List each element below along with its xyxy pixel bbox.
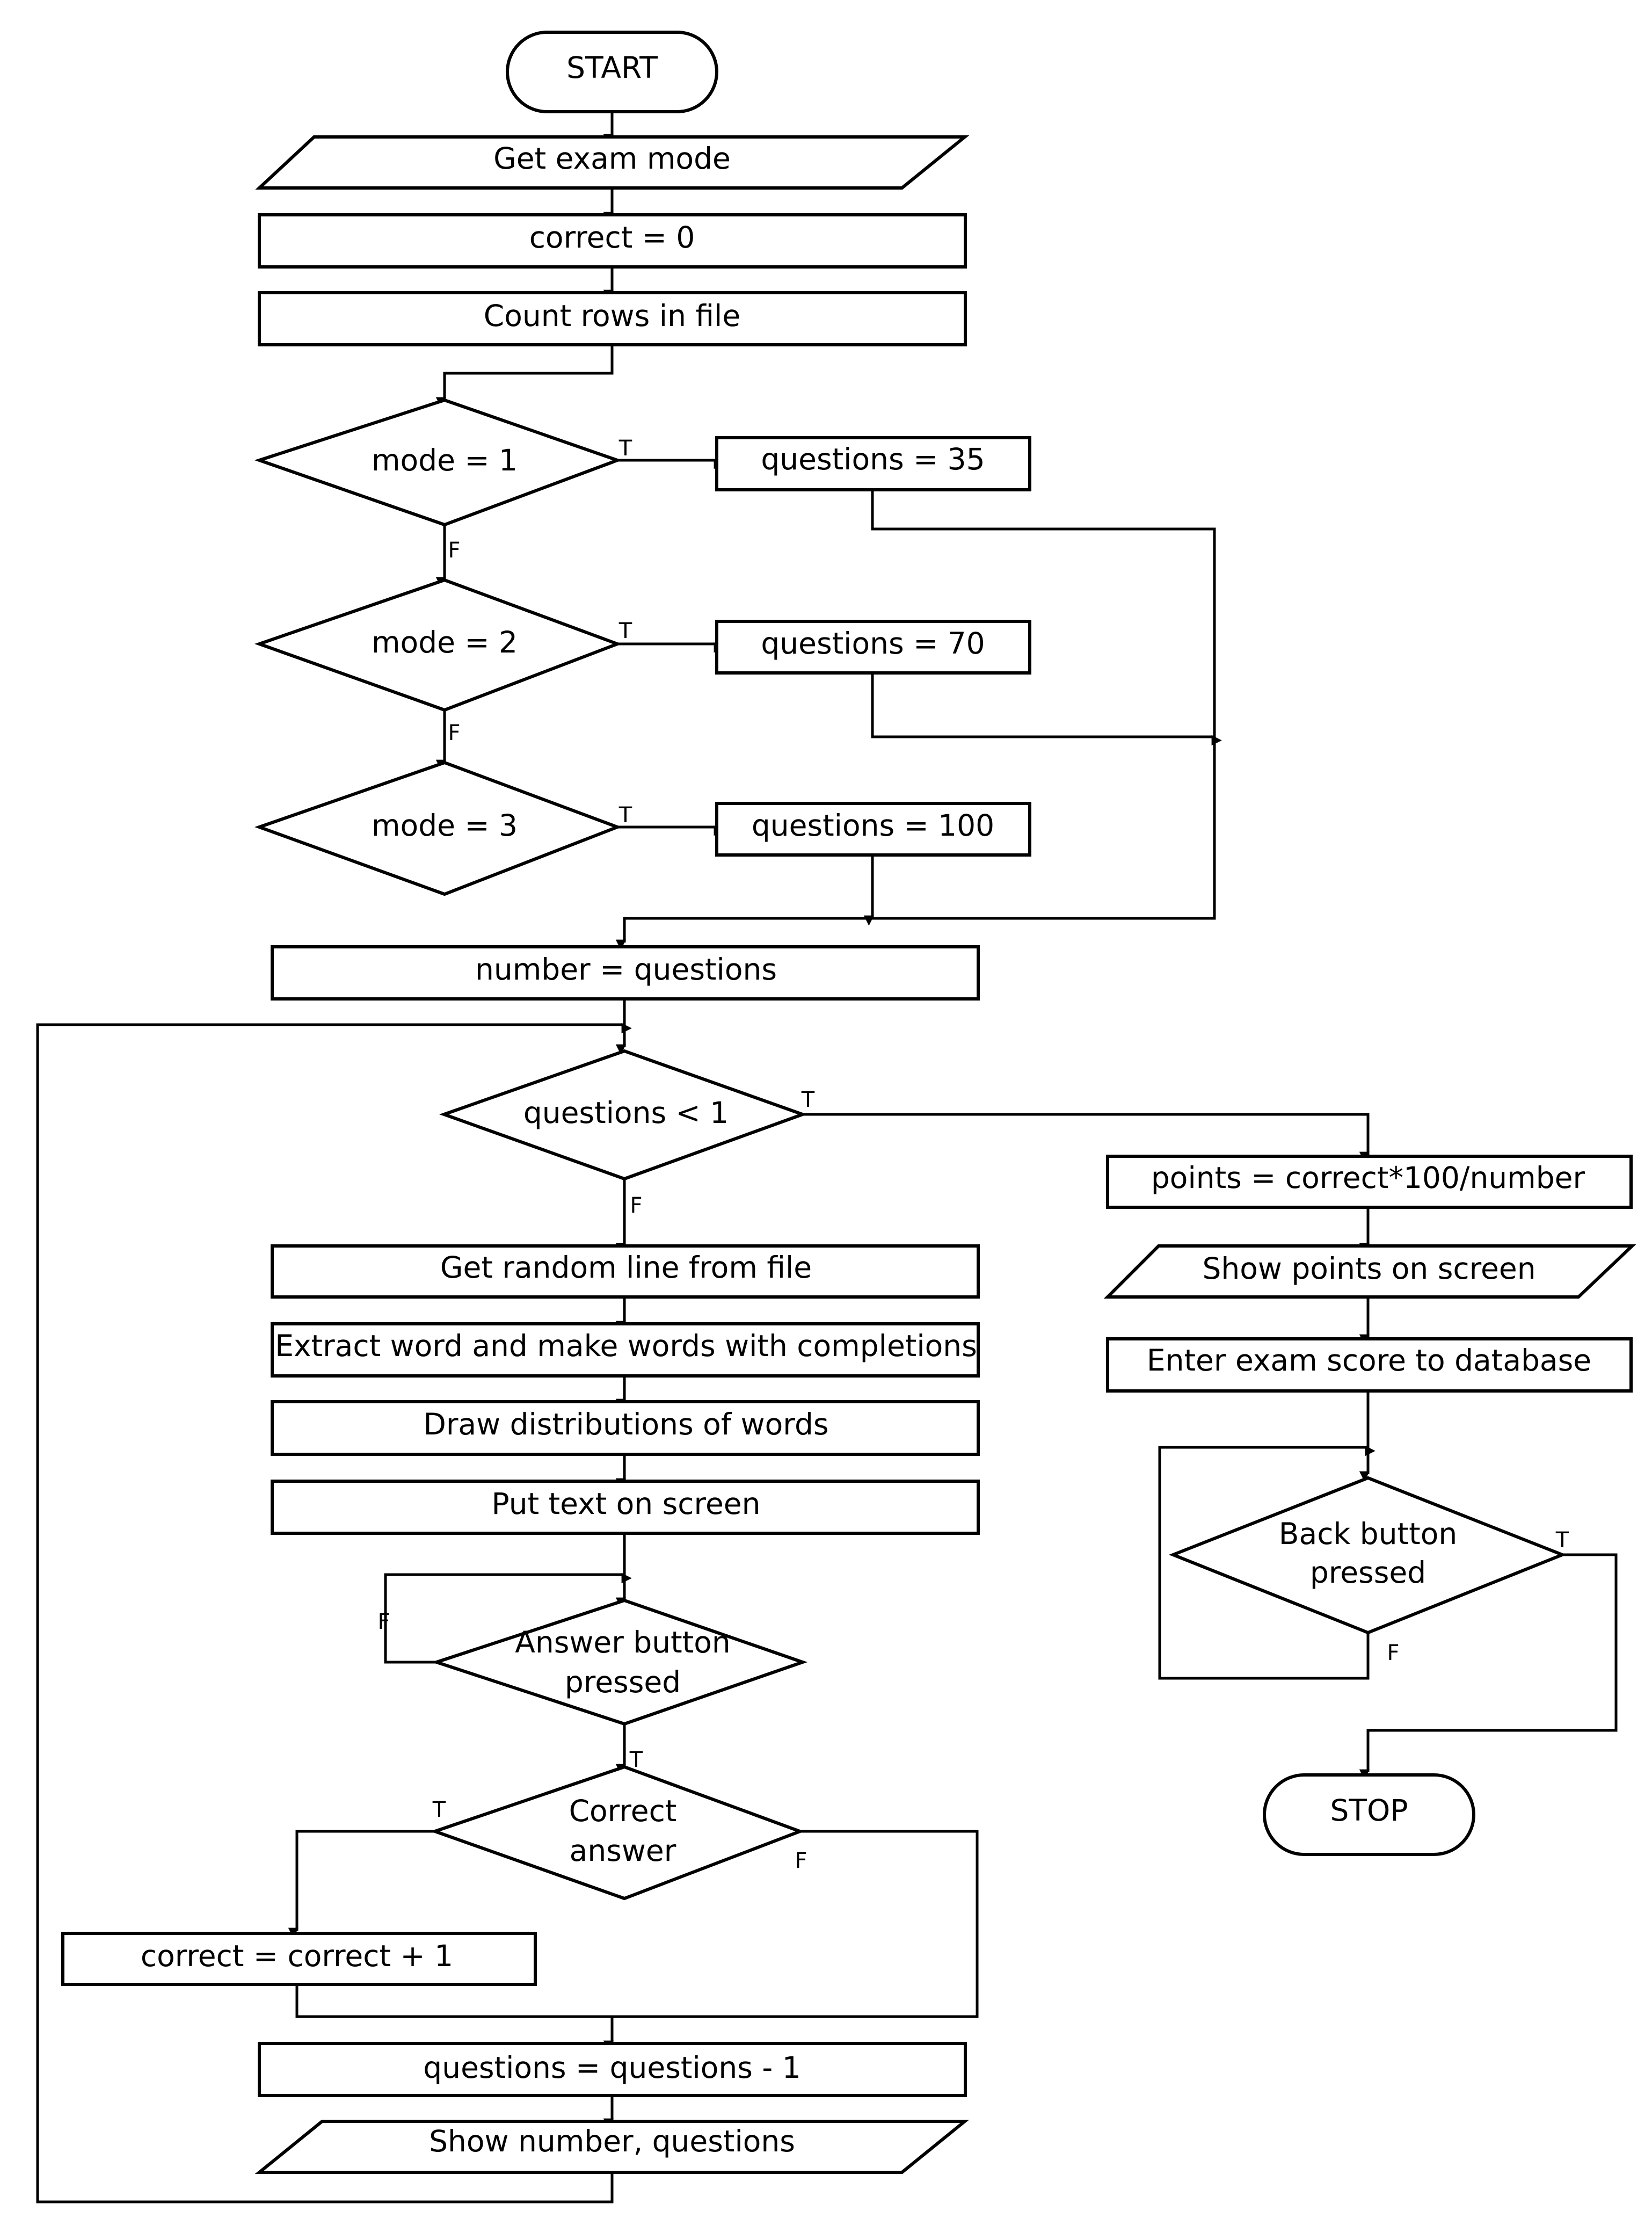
correct-answer-true-label: T	[432, 1797, 446, 1822]
svg-text:Count rows in file: Count rows in file	[484, 299, 740, 333]
back-button-decision: Back button pressed	[1168, 1476, 1567, 1635]
svg-text:pressed: pressed	[565, 1665, 681, 1699]
answer-button-decision: Answer button pressed	[431, 1598, 808, 1726]
mode-1-false-label: F	[448, 538, 460, 563]
svg-text:Enter exam score to database: Enter exam score to database	[1147, 1343, 1591, 1378]
questions-100-process: questions = 100	[715, 802, 1031, 857]
svg-text:mode = 1: mode = 1	[372, 443, 518, 477]
correct-increment-process: correct = correct + 1	[61, 1932, 537, 1986]
mode-2-decision: mode = 2	[254, 578, 622, 712]
svg-text:questions = 35: questions = 35	[761, 442, 985, 476]
back-button-true-label: T	[1555, 1528, 1569, 1553]
connectors	[36, 112, 1618, 2203]
mode-2-true-label: T	[618, 619, 632, 643]
svg-text:mode = 2: mode = 2	[372, 625, 518, 659]
get-exam-mode-io: Get exam mode	[255, 135, 970, 190]
svg-text:Show number, questions: Show number, questions	[429, 2124, 795, 2158]
answer-button-true-label: T	[629, 1748, 643, 1772]
answer-button-false-label: F	[377, 1610, 390, 1634]
back-button-false-label: F	[1387, 1641, 1399, 1665]
show-number-io: Show number, questions	[254, 2120, 970, 2174]
svg-text:Get random line from file: Get random line from file	[440, 1250, 812, 1285]
q-lt-1-false-label: F	[630, 1193, 642, 1218]
svg-text:questions < 1: questions < 1	[523, 1096, 729, 1130]
svg-text:number = questions: number = questions	[475, 952, 777, 987]
put-text-process: Put text on screen	[271, 1480, 980, 1535]
get-random-line-process: Get random line from file	[271, 1244, 980, 1299]
points-calc-process: points = correct*100/number	[1106, 1155, 1633, 1209]
svg-text:pressed: pressed	[1310, 1555, 1426, 1590]
branch-labels: T F T F T T F F T T F T F	[377, 436, 1569, 1873]
svg-text:Extract word and make words wi: Extract word and make words with complet…	[275, 1329, 977, 1363]
svg-text:Answer button: Answer button	[515, 1625, 730, 1659]
svg-text:correct = 0: correct = 0	[529, 220, 695, 255]
questions-35-process: questions = 35	[715, 436, 1031, 491]
mode-3-decision: mode = 3	[254, 760, 622, 896]
svg-text:STOP: STOP	[1330, 1793, 1408, 1828]
questions-decrement-process: questions = questions - 1	[258, 2042, 967, 2097]
stop-node: STOP	[1263, 1773, 1475, 1856]
svg-text:points = correct*100/number: points = correct*100/number	[1151, 1161, 1585, 1195]
correct-init-process: correct = 0	[258, 213, 967, 269]
correct-answer-decision: Correct answer	[430, 1765, 805, 1901]
svg-text:Back button: Back button	[1279, 1517, 1457, 1551]
svg-text:Draw distributions of words: Draw distributions of words	[423, 1407, 828, 1441]
svg-text:correct = correct + 1: correct = correct + 1	[141, 1939, 453, 1973]
svg-text:Show points on screen: Show points on screen	[1202, 1251, 1535, 1286]
start-node: START	[506, 31, 718, 113]
mode-2-false-label: F	[448, 721, 460, 745]
mode-1-decision: mode = 1	[254, 398, 622, 527]
questions-70-process: questions = 70	[715, 620, 1031, 675]
questions-less-than-1-decision: questions < 1	[439, 1049, 807, 1181]
svg-text:questions = 70: questions = 70	[761, 626, 985, 661]
enter-score-process: Enter exam score to database	[1106, 1337, 1633, 1393]
show-points-io: Show points on screen	[1103, 1244, 1636, 1299]
correct-answer-false-label: F	[795, 1849, 807, 1873]
mode-1-true-label: T	[618, 436, 632, 461]
draw-distributions-process: Draw distributions of words	[271, 1400, 980, 1456]
svg-text:questions = questions - 1: questions = questions - 1	[423, 2050, 800, 2085]
svg-text:mode = 3: mode = 3	[372, 808, 518, 843]
number-equals-questions-process: number = questions	[271, 945, 980, 1001]
svg-text:Get exam mode: Get exam mode	[493, 141, 731, 176]
svg-text:START: START	[566, 50, 658, 85]
svg-text:Correct: Correct	[569, 1794, 677, 1828]
svg-text:questions = 100: questions = 100	[752, 808, 994, 843]
extract-word-process: Extract word and make words with complet…	[271, 1322, 980, 1378]
count-rows-process: Count rows in file	[258, 291, 967, 346]
q-lt-1-true-label: T	[801, 1088, 815, 1112]
svg-text:Put text on screen: Put text on screen	[492, 1487, 761, 1521]
svg-text:answer: answer	[570, 1833, 676, 1868]
mode-3-true-label: T	[618, 803, 632, 828]
